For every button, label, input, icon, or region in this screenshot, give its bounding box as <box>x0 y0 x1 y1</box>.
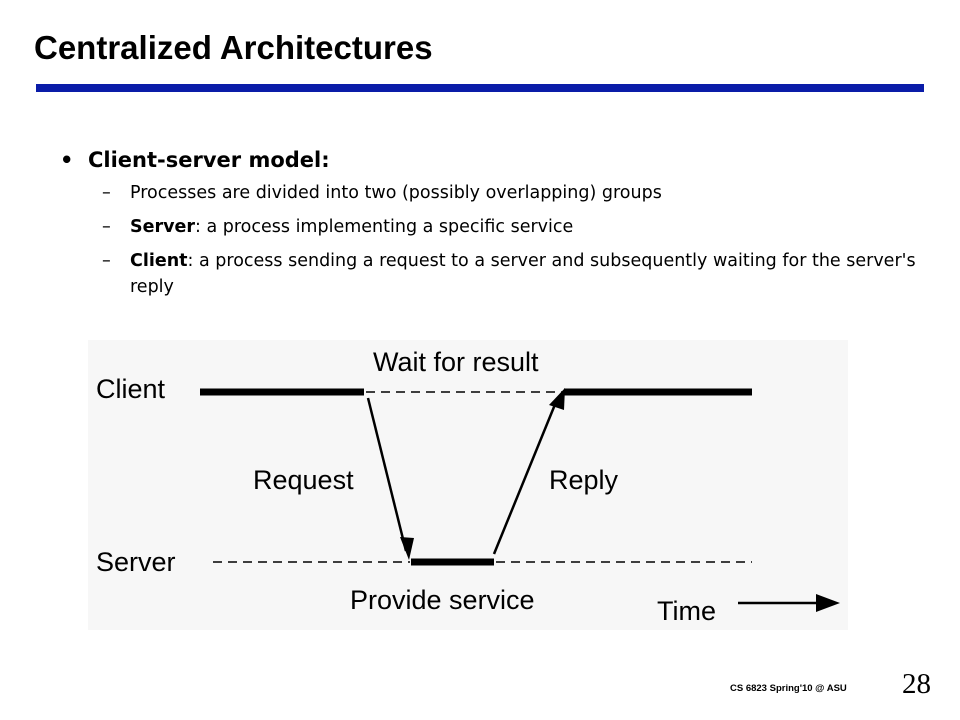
time-label: Time <box>657 596 716 626</box>
client-server-diagram: Client Wait for result Request Reply Ser… <box>88 340 848 630</box>
bullet-text: Client-server model: <box>88 148 330 172</box>
client-label: Client <box>96 374 166 404</box>
course-footer: CS 6823 Spring'10 @ ASU <box>730 683 847 694</box>
sub-item-term: Server <box>130 217 196 237</box>
server-label: Server <box>96 547 176 577</box>
bullet-icon: • <box>60 148 74 172</box>
bullet-item: • Client-server model: <box>60 144 920 176</box>
sub-item-client: – Client: a process sending a request to… <box>102 248 920 300</box>
dash-icon: – <box>102 183 111 203</box>
title-rule <box>36 84 924 92</box>
sub-item-text: : a process sending a request to a serve… <box>130 251 916 297</box>
sub-item-text: : a process implementing a specific serv… <box>195 217 574 237</box>
slide-title: Centralized Architectures <box>34 29 433 66</box>
diagram-svg: Client Wait for result Request Reply Ser… <box>96 347 840 626</box>
sub-list: – Processes are divided into two (possib… <box>102 180 920 300</box>
sub-item-text: Processes are divided into two (possibly… <box>130 183 662 203</box>
reply-label: Reply <box>549 465 619 495</box>
wait-label: Wait for result <box>373 347 539 377</box>
page-number: 28 <box>902 668 931 700</box>
request-arrow <box>366 397 408 552</box>
provide-service-label: Provide service <box>350 585 535 615</box>
slide-content: • Client-server model: – Processes are d… <box>60 144 920 308</box>
sub-item-server: – Server: a process implementing a speci… <box>102 214 920 240</box>
time-arrowhead <box>816 594 840 612</box>
reply-arrow <box>492 401 558 555</box>
dash-icon: – <box>102 217 111 237</box>
sub-item-term: Client <box>130 251 188 271</box>
dash-icon: – <box>102 251 111 271</box>
request-arrowhead <box>400 537 414 560</box>
sub-item-groups: – Processes are divided into two (possib… <box>102 180 920 206</box>
reply-arrowhead <box>549 388 565 410</box>
request-label: Request <box>253 465 354 495</box>
